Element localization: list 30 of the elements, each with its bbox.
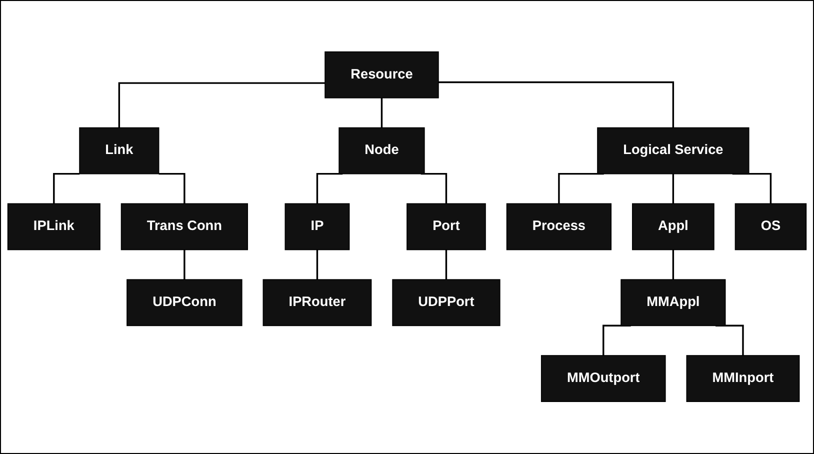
connector (118, 82, 326, 128)
node-box: Link (79, 128, 160, 175)
connector (420, 173, 448, 204)
connector (316, 249, 318, 280)
node-box: IPRouter (262, 279, 372, 326)
node-box: Trans Conn (120, 204, 248, 250)
node-box: UDPPort (392, 279, 500, 326)
connector (445, 249, 448, 280)
connector (158, 173, 186, 204)
connector (672, 173, 674, 204)
node-box: Appl (632, 204, 714, 250)
connector (380, 97, 383, 128)
node-box: MMInport (686, 355, 800, 402)
node-box: UDPConn (126, 279, 242, 326)
node-box: Node (338, 128, 425, 175)
connector (53, 173, 80, 204)
node-box: MMAppl (620, 279, 726, 326)
node-box: IPLink (7, 204, 100, 250)
connector (438, 82, 674, 128)
connector (672, 249, 674, 280)
node-box: IP (284, 204, 350, 250)
connector (316, 173, 343, 204)
node-box: Process (506, 204, 612, 250)
node-box: Logical Service (597, 128, 750, 175)
node-box: OS (734, 204, 807, 250)
connector (184, 249, 186, 280)
connector (558, 173, 604, 204)
node-box: Port (406, 204, 486, 250)
node-box: MMOutport (540, 355, 666, 402)
node-box: Resource (324, 52, 439, 99)
